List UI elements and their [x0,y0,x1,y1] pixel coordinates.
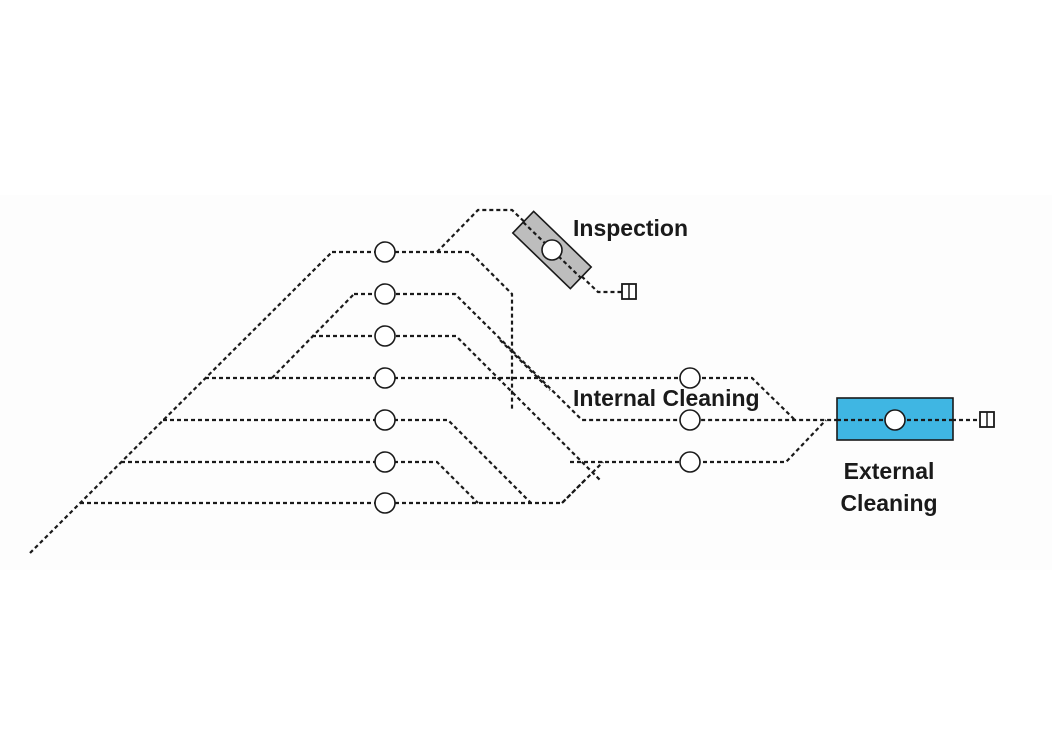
background-band [0,195,1052,570]
node-track-6 [374,451,396,473]
inspection-buffer-stop [621,283,637,300]
node-track-3 [374,325,396,347]
crossover-2 [561,479,586,504]
inspection-branch [436,208,622,294]
node-internal-3 [679,451,701,473]
nodes [374,241,701,514]
node-track-1 [374,241,396,263]
node-track-5 [374,409,396,431]
inspection-box-track [522,221,582,279]
crossover-1 [499,339,551,391]
track-3-lead [312,334,601,481]
track-7 [80,461,604,505]
node-track-4 [374,367,396,389]
external-cleaning-label-line1: External [844,458,935,484]
track-6-out [570,419,827,464]
inspection-label: Inspection [573,215,688,241]
node-internal-2 [679,409,701,431]
inspection-node [541,239,563,261]
node-track-7 [374,492,396,514]
external-cleaning-label-line2: Cleaning [840,490,937,516]
track-2 [354,292,840,422]
external-cleaning-node [884,409,906,431]
node-internal-1 [679,367,701,389]
internal-cleaning-label: Internal Cleaning [573,385,760,411]
track-5 [163,418,532,504]
external-buffer-stop [979,411,995,428]
node-track-2 [374,283,396,305]
track-6 [121,460,479,504]
